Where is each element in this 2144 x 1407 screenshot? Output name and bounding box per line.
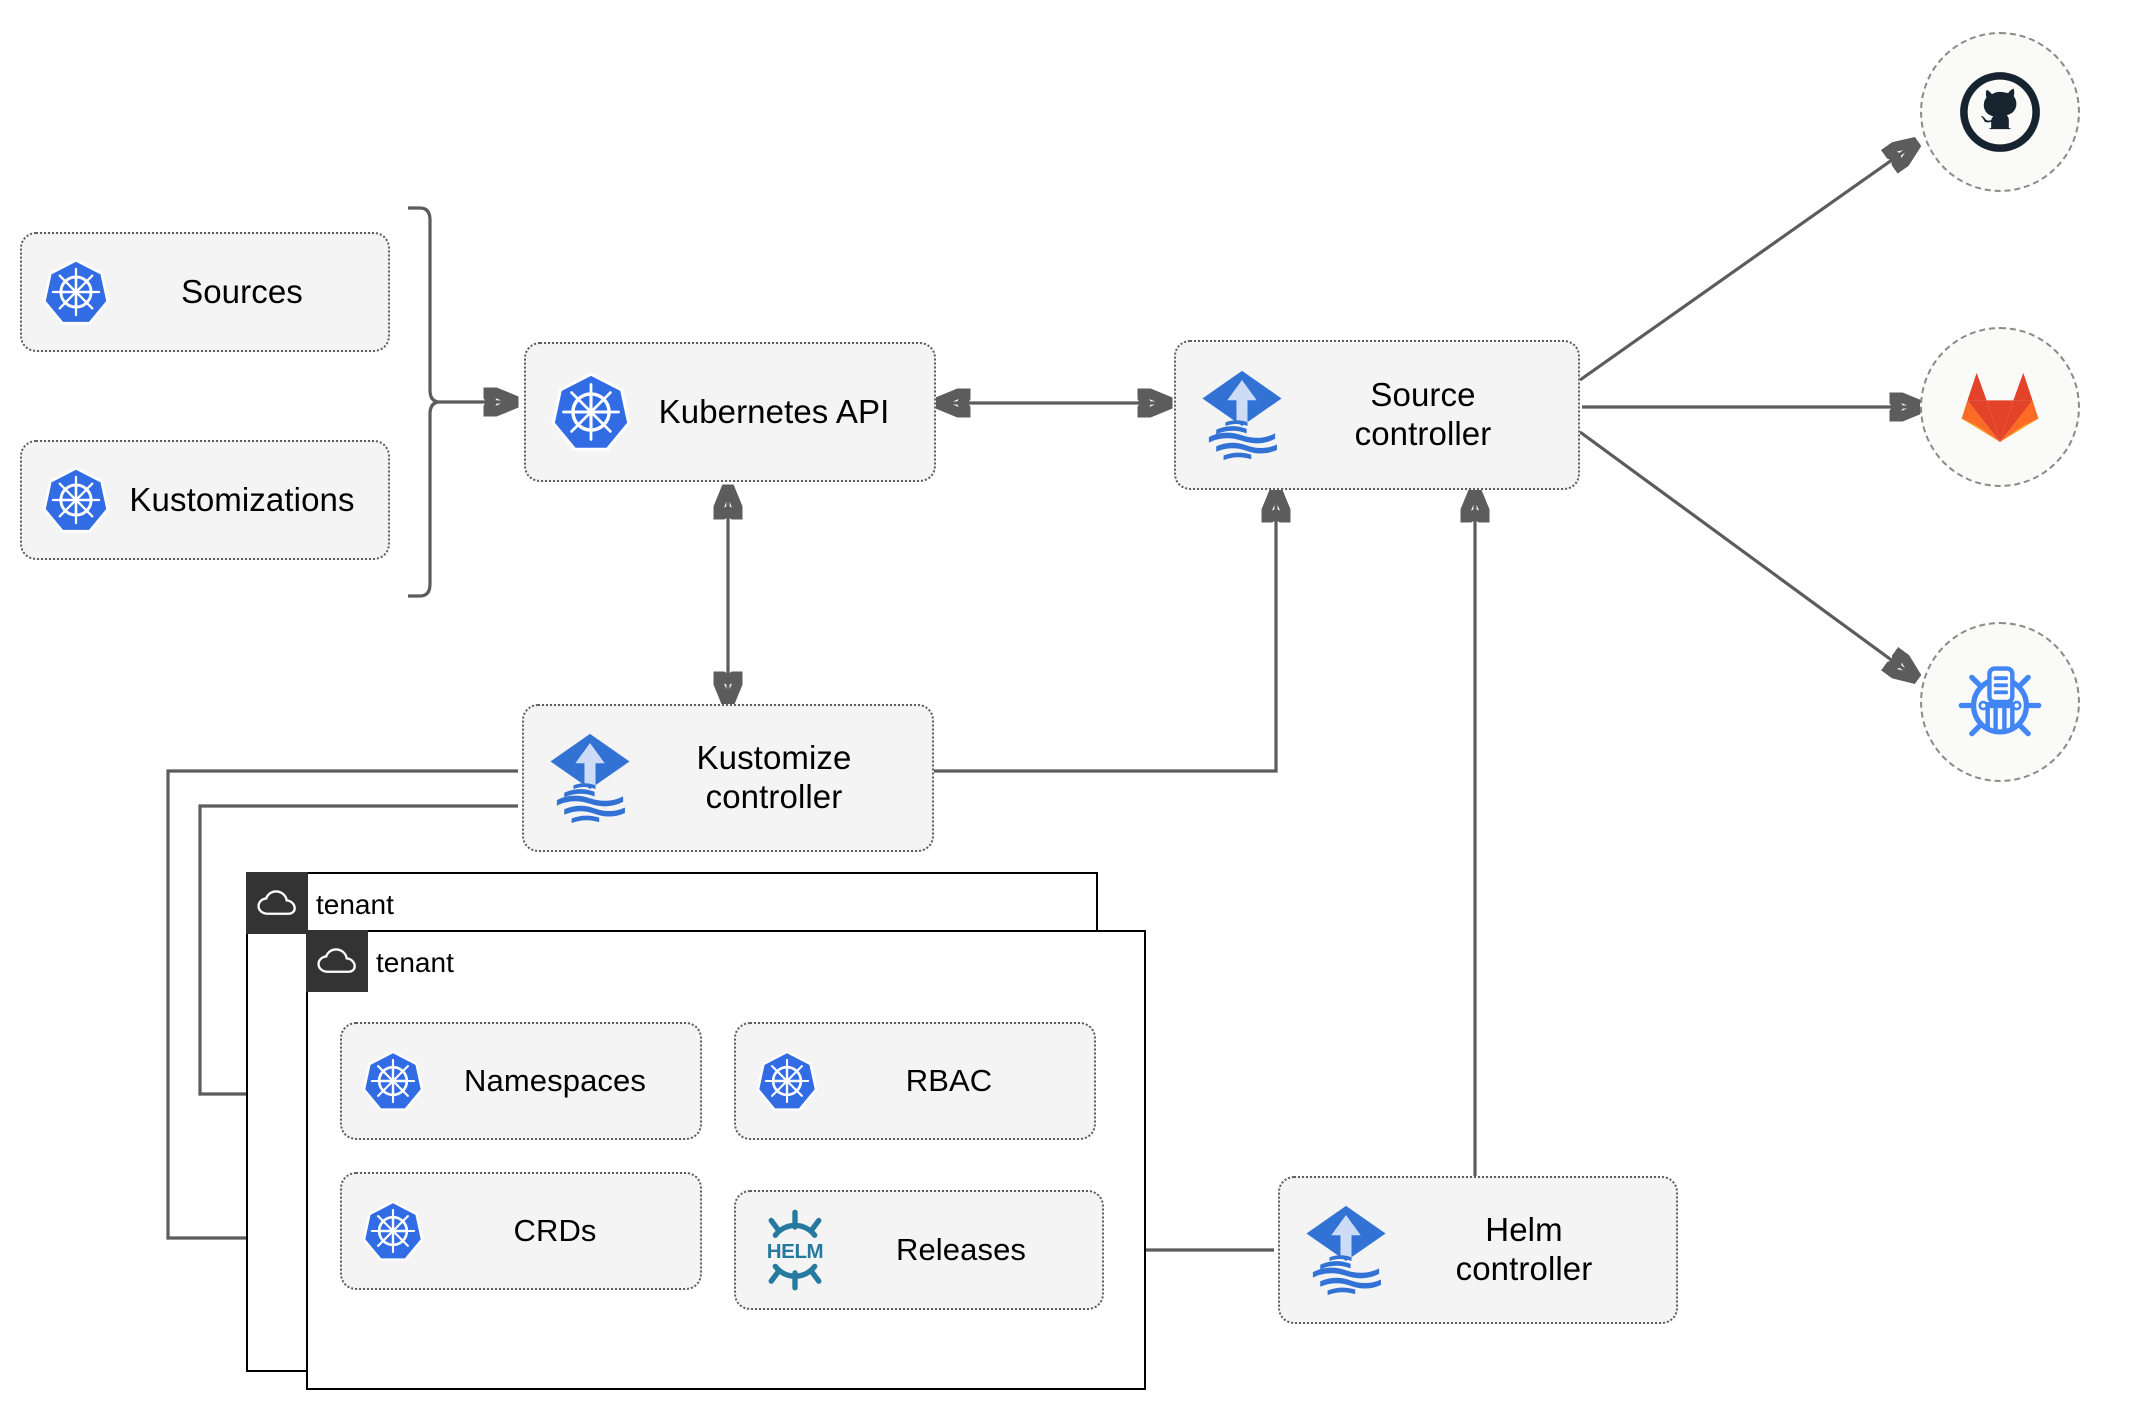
node-label: Releases [895, 1231, 1027, 1267]
helm-icon: HELM [754, 1209, 836, 1291]
kubernetes-icon [360, 1198, 426, 1264]
node-kubernetes-api[interactable]: Kubernetes API [524, 342, 936, 482]
group-bracket [408, 206, 441, 598]
node-label: Sources [181, 272, 303, 310]
tenant-label: tenant [376, 947, 454, 978]
node-releases[interactable]: HELM Releases [734, 1190, 1104, 1310]
wire-source-harbor [1579, 430, 1916, 678]
kubernetes-icon [360, 1048, 426, 1114]
kubernetes-icon [548, 369, 634, 455]
node-namespaces[interactable]: Namespaces [340, 1022, 702, 1140]
provider-harbor[interactable] [1920, 622, 2080, 782]
svg-text:HELM: HELM [767, 1240, 823, 1263]
node-label: Source controller [1354, 376, 1492, 452]
github-icon [1960, 72, 2040, 152]
kubernetes-icon [40, 464, 112, 536]
gitlab-icon [1961, 372, 2039, 442]
node-sources[interactable]: Sources [20, 232, 390, 352]
wire-kustomize-source [934, 490, 1276, 773]
node-kustomizations[interactable]: Kustomizations [20, 440, 390, 560]
node-crds[interactable]: CRDs [340, 1172, 702, 1290]
node-label: Helm controller [1455, 1211, 1593, 1287]
tenant-label: tenant [316, 889, 394, 920]
node-label: Namespaces [464, 1062, 646, 1098]
provider-gitlab[interactable] [1920, 327, 2080, 487]
cloud-icon [306, 930, 368, 992]
flux-icon [1196, 367, 1288, 463]
harbor-icon [1958, 666, 2042, 737]
node-helm-controller[interactable]: Helm controller [1278, 1176, 1678, 1324]
flux-icon [1300, 1202, 1392, 1298]
node-label: Kubernetes API [658, 392, 890, 430]
node-source-controller[interactable]: Source controller [1174, 340, 1580, 490]
provider-github[interactable] [1920, 32, 2080, 192]
node-kustomize-controller[interactable]: Kustomize controller [522, 704, 934, 852]
kubernetes-icon [40, 256, 112, 328]
node-label: CRDs [513, 1212, 597, 1248]
cloud-icon [246, 872, 308, 934]
node-label: Kustomizations [129, 480, 355, 518]
kubernetes-icon [754, 1048, 820, 1114]
flux-icon [544, 730, 636, 826]
node-rbac[interactable]: RBAC [734, 1022, 1096, 1140]
wire-source-github [1579, 143, 1916, 382]
node-label: Kustomize controller [696, 739, 852, 815]
node-label: RBAC [905, 1062, 993, 1098]
tenant-inner[interactable]: tenant [306, 930, 1146, 1390]
